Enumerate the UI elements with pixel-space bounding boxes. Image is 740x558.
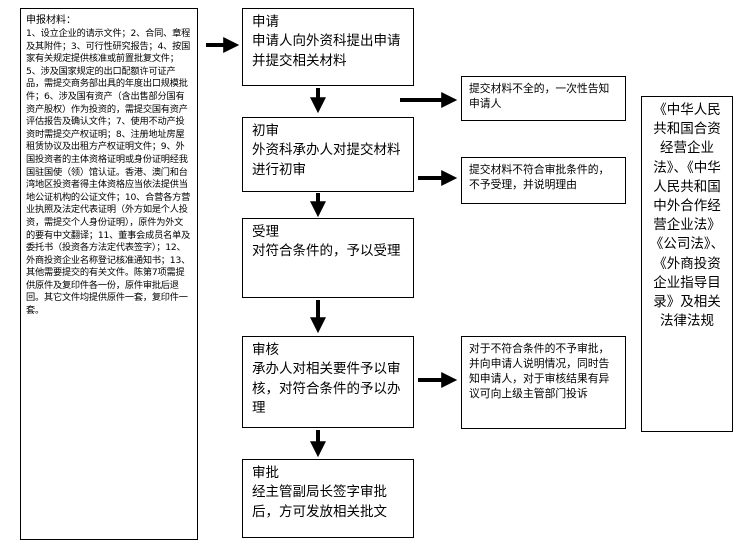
- note-not-accepted: 提交材料不符合审批条件的，不予受理，并说明理由: [461, 157, 626, 204]
- step-verification-body: 承办人对相关要件予以审核，对符合条件的予以办理: [252, 361, 401, 416]
- materials-text: 1、设立企业的请示文件；2、合同、章程及其附件；3、可行性研究报告；4、按国家有…: [26, 28, 191, 317]
- step-apply-box: 申请 申请人向外资科提出申请并提交相关材料: [242, 8, 414, 86]
- step-apply-body: 申请人向外资科提出申请并提交相关材料: [252, 33, 401, 69]
- step-preliminary-review-body: 外资科承办人对提交材料进行初审: [252, 142, 401, 178]
- step-verification-title: 审核: [252, 342, 279, 358]
- step-approval-box: 审批 经主管副局长签字审批后，方可发放相关批文: [242, 459, 414, 538]
- note-incomplete-materials-text: 提交材料不全的，一次性告知申请人: [469, 82, 610, 110]
- step-preliminary-review-box: 初审 外资科承办人对提交材料进行初审: [242, 117, 414, 192]
- step-approval-body: 经主管副局长签字审批后，方可发放相关批文: [252, 484, 387, 520]
- step-acceptance-box: 受理 对符合条件的，予以受理: [242, 218, 414, 298]
- step-approval-title: 审批: [252, 465, 279, 481]
- legal-basis-text: 《中华人民共和国合资经营企业法》、《中华人民共和国中外合作经营企业法》《公司法》…: [649, 102, 725, 330]
- materials-title: 申报材料：: [26, 15, 76, 26]
- note-not-approved: 对于不符合条件的不予审批，并向申请人说明情况，同时告知申请人，对于审核结果有异议…: [461, 336, 626, 429]
- note-incomplete-materials: 提交材料不全的，一次性告知申请人: [461, 76, 626, 121]
- step-preliminary-review-title: 初审: [252, 123, 279, 139]
- step-apply-title: 申请: [252, 14, 279, 30]
- application-materials-box: 申报材料： 1、设立企业的请示文件；2、合同、章程及其附件；3、可行性研究报告；…: [20, 8, 198, 540]
- step-acceptance-title: 受理: [252, 224, 279, 240]
- legal-basis-box: 《中华人民共和国合资经营企业法》、《中华人民共和国中外合作经营企业法》《公司法》…: [641, 96, 733, 432]
- step-verification-box: 审核 承办人对相关要件予以审核，对符合条件的予以办理: [242, 336, 414, 428]
- note-not-approved-text: 对于不符合条件的不予审批，并向申请人说明情况，同时告知申请人，对于审核结果有异议…: [469, 342, 610, 400]
- note-not-accepted-text: 提交材料不符合审批条件的，不予受理，并说明理由: [469, 163, 610, 191]
- step-acceptance-body: 对符合条件的，予以受理: [252, 243, 401, 259]
